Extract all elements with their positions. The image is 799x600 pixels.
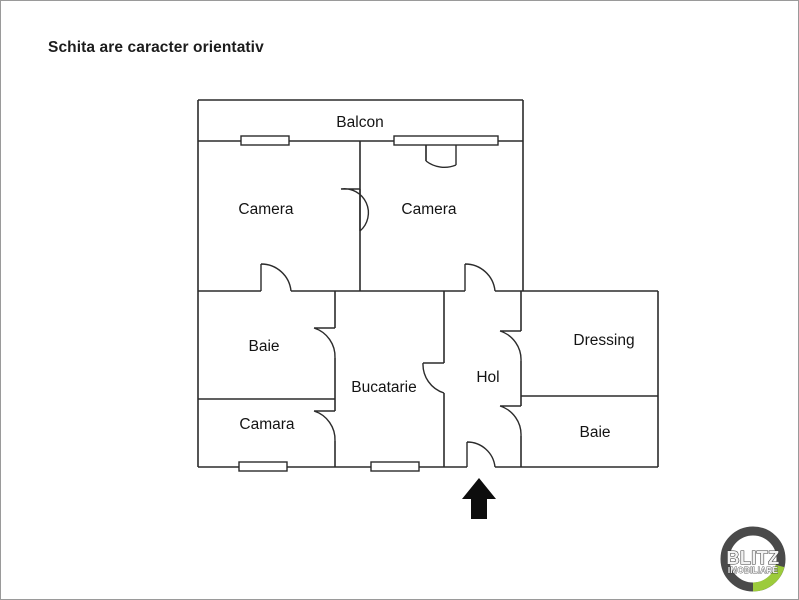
logo-subtitle-text: IMOBILIARE <box>728 566 779 575</box>
door-baie-right <box>499 405 522 437</box>
window-camara <box>238 461 288 472</box>
door-bucatarie <box>422 362 445 394</box>
page-title: Schita are caracter orientativ <box>48 39 264 56</box>
room-label-hol: Hol <box>476 369 499 386</box>
windows <box>238 135 499 472</box>
door-between-cameras <box>340 188 370 232</box>
door-swings <box>260 145 522 468</box>
logo-accent-arc <box>752 564 785 592</box>
logo-brand-text: BLITZ <box>727 548 780 568</box>
door-baie-left <box>313 327 336 359</box>
door-dressing <box>499 330 522 362</box>
window-bucatarie <box>370 461 420 472</box>
blitz-imobiliare-logo: BLITZ IMOBILIARE <box>720 526 786 592</box>
window-balcony-door <box>393 135 499 146</box>
door-camera-left-exit <box>260 263 292 292</box>
room-label-camera-right: Camera <box>401 201 457 218</box>
door-entrance <box>466 441 496 468</box>
room-label-camera-left: Camera <box>238 201 294 218</box>
logo-ring <box>720 526 786 592</box>
room-label-dressing: Dressing <box>573 332 634 349</box>
plan-walls <box>197 99 659 468</box>
room-label-baie-left: Baie <box>248 338 279 355</box>
room-label-baie-right: Baie <box>579 424 610 441</box>
entrance-arrow <box>462 478 496 519</box>
door-camara <box>313 410 336 442</box>
room-label-camara: Camara <box>239 416 295 433</box>
room-label-balcon: Balcon <box>336 114 383 131</box>
door-balcony <box>425 145 457 168</box>
door-camera-right-exit <box>464 263 496 292</box>
window-camera-left <box>240 135 290 146</box>
room-label-bucatarie: Bucatarie <box>351 379 416 396</box>
